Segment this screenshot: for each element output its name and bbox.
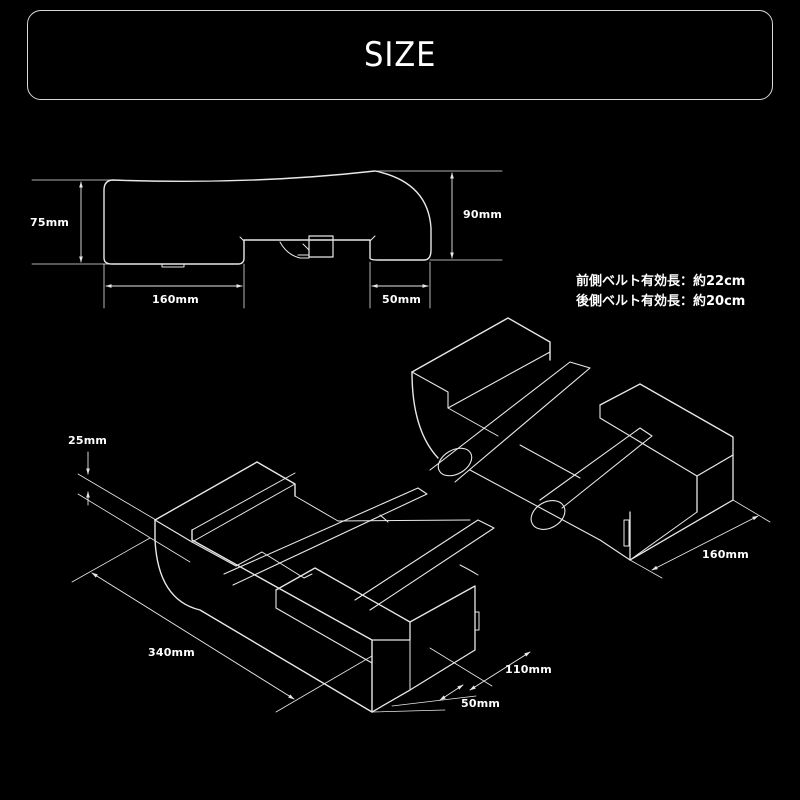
iso-width-front-label: 50mm <box>461 697 501 710</box>
title-banner: SIZE <box>27 10 773 100</box>
iso-width-back-label: 110mm <box>505 663 552 676</box>
front-belt-length: 前側ベルト有効長：約22cm <box>576 274 746 289</box>
iso-left-drawing <box>71 451 531 713</box>
page-title: SIZE <box>363 35 437 75</box>
side-view-drawing <box>31 170 503 309</box>
iso-length-label: 340mm <box>148 646 195 659</box>
side-height-left-label: 75mm <box>30 216 70 229</box>
side-width-front-label: 160mm <box>152 293 199 306</box>
side-height-right-label: 90mm <box>463 208 503 221</box>
iso-right-drawing <box>411 317 771 579</box>
iso-thickness-label: 25mm <box>68 434 108 447</box>
belt-length-notes: 前側ベルト有効長：約22cm 後側ベルト有効長：約20cm <box>576 272 745 312</box>
iso-right-width-label: 160mm <box>702 548 749 561</box>
side-width-back-label: 50mm <box>382 293 422 306</box>
rear-belt-length: 後側ベルト有効長：約20cm <box>576 294 746 309</box>
